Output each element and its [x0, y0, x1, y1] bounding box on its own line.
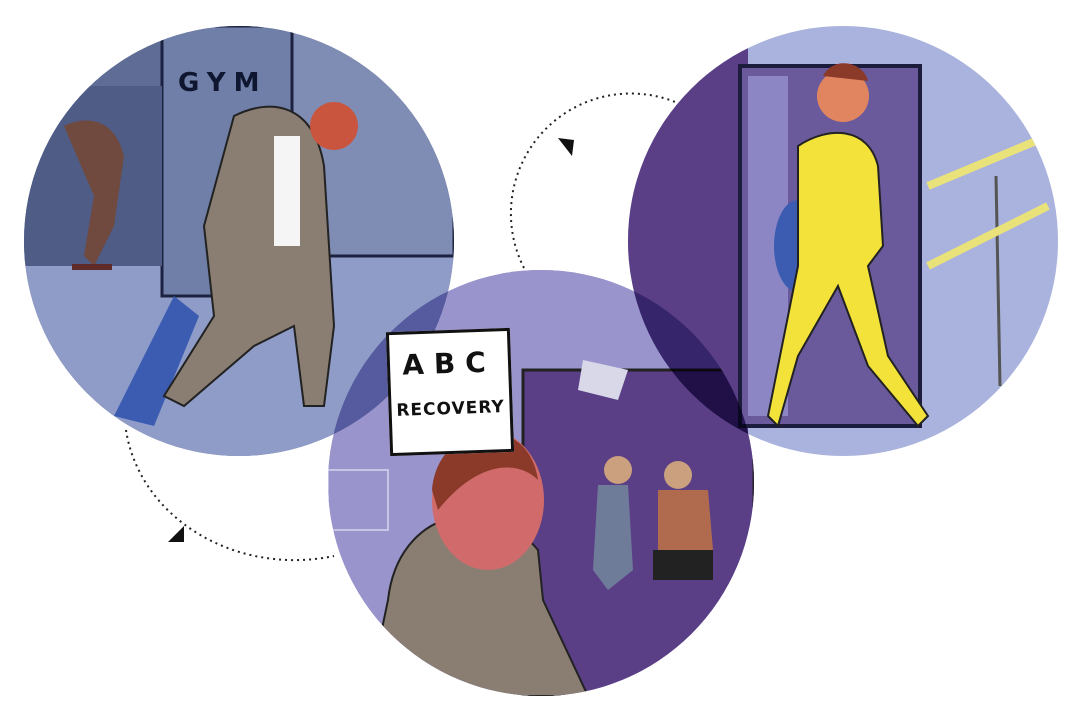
recovery-sign: ABC RECOVERY	[385, 327, 515, 457]
recovery-scene	[328, 270, 754, 696]
gym-bag	[114, 296, 199, 426]
arrow-head-top-icon	[558, 138, 574, 156]
therapist	[593, 485, 633, 590]
dotted-arc-bottom	[125, 429, 335, 562]
sign-line-recovery: RECOVERY	[396, 397, 506, 421]
background-person	[64, 120, 124, 266]
sign-line-abc: ABC	[401, 345, 497, 382]
client	[658, 490, 713, 550]
dotted-arc-top	[509, 92, 681, 269]
happy-man	[766, 132, 930, 428]
recovery-panel	[328, 270, 754, 696]
arrow-head-bottom-icon	[168, 526, 184, 542]
gym-sign: GYM	[178, 68, 268, 98]
